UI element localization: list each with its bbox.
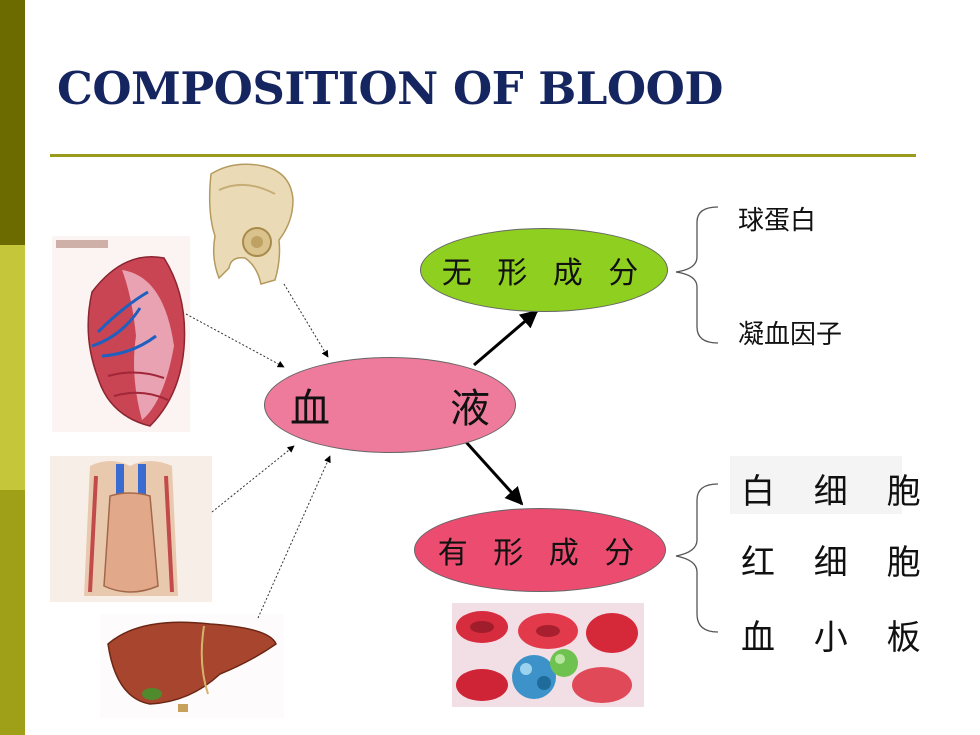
arrow-thymus-to-blood: [211, 445, 295, 513]
blood-cells-image: [452, 603, 644, 707]
side-bar-bottom: [0, 490, 25, 735]
globulin-label: 球蛋白: [738, 206, 817, 236]
white-blood-cell-label: 白 细 胞: [741, 472, 935, 512]
formed-brace: [675, 483, 719, 633]
pelvis-image: [205, 160, 297, 288]
slide-title: COMPOSITION OF BLOOD: [57, 62, 723, 115]
arrow-spleen-to-blood: [185, 313, 285, 368]
plasma-brace: [675, 206, 719, 344]
side-bar-top: [0, 0, 25, 245]
arrow-blood-to-formed: [464, 440, 524, 506]
thymus-image: [50, 456, 212, 602]
blood-node: 血 液: [264, 357, 516, 453]
side-bar-middle: [0, 245, 25, 490]
plasma-components-node: 无 形 成 分: [420, 228, 668, 312]
clotting-factor-label: 凝血因子: [738, 320, 843, 350]
arrow-pelvis-to-blood: [283, 283, 329, 358]
arrow-liver-to-blood: [257, 455, 331, 619]
title-rule: [50, 154, 916, 157]
arrow-blood-to-plasma: [473, 309, 539, 367]
liver-image: [100, 614, 284, 718]
spleen-image: [52, 236, 190, 432]
red-blood-cell-label: 红 细 胞: [741, 543, 935, 583]
platelet-label: 血 小 板: [741, 618, 935, 658]
wbc-highlight: [730, 456, 902, 514]
formed-elements-node: 有 形 成 分: [414, 508, 666, 592]
